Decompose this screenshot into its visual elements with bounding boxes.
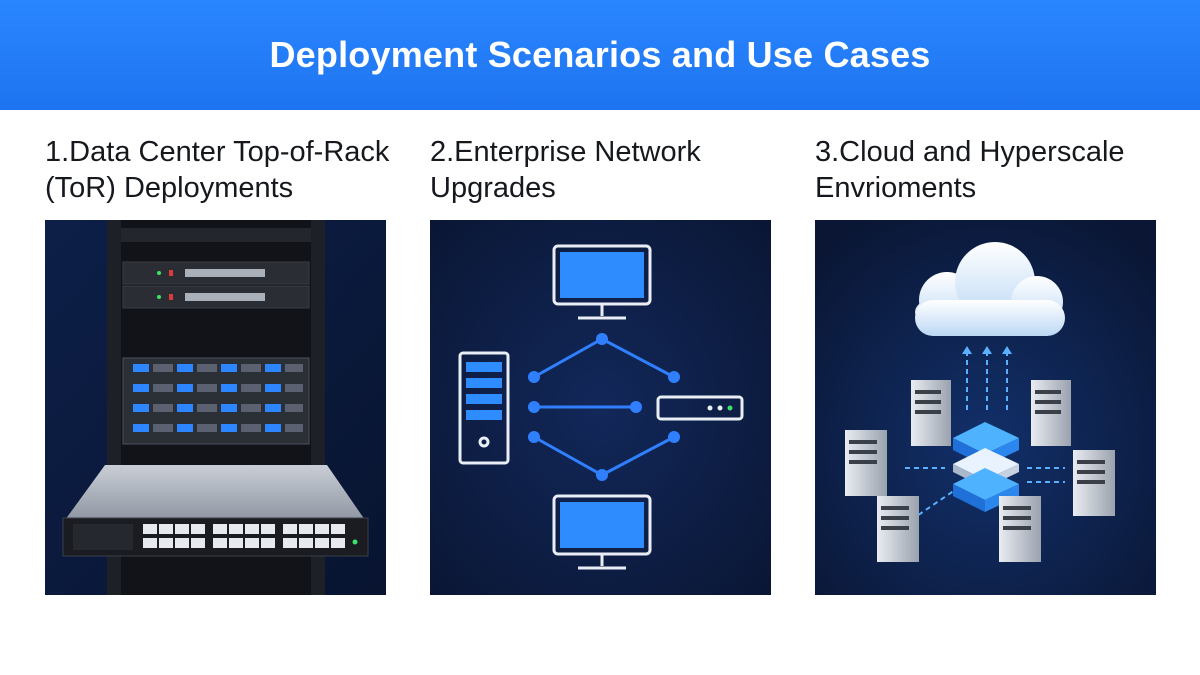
scenario-title-line1: 1.Data Center Top-of-Rack <box>45 136 390 168</box>
network-topology-illustration <box>430 220 771 595</box>
scenario-title-line2: Upgrades <box>430 172 556 204</box>
computer-tower-icon <box>458 351 510 465</box>
scenario-card-cloud: 3.Cloud and Hyperscale Envrioments <box>815 128 1160 595</box>
server-icon <box>999 496 1041 562</box>
scenario-title-line1: 3.Cloud and Hyperscale <box>815 136 1125 168</box>
monitor-icon <box>552 494 652 570</box>
scenario-title: 2.Enterprise Network Upgrades <box>430 128 775 218</box>
server-icon <box>877 496 919 562</box>
scenario-title: 3.Cloud and Hyperscale Envrioments <box>815 128 1160 218</box>
router-icon <box>656 395 744 421</box>
scenario-title-line2: (ToR) Deployments <box>45 172 294 204</box>
scenario-title-line1: 2.Enterprise Network <box>430 136 701 168</box>
monitor-icon <box>552 244 652 320</box>
server-icon <box>1031 380 1071 446</box>
scenario-card-tor: 1.Data Center Top-of-Rack (ToR) Deployme… <box>45 128 390 595</box>
server-icon <box>1073 450 1115 516</box>
server-rack-illustration <box>45 220 386 595</box>
page-title: Deployment Scenarios and Use Cases <box>269 34 931 75</box>
scenario-title-line2: Envrioments <box>815 172 977 204</box>
central-hub-icon <box>953 422 1019 512</box>
scenario-card-enterprise: 2.Enterprise Network Upgrades <box>430 128 775 595</box>
scenario-title: 1.Data Center Top-of-Rack (ToR) Deployme… <box>45 128 390 218</box>
cloud-hyperscale-illustration <box>815 220 1156 595</box>
server-icon <box>845 430 887 496</box>
cloud-icon <box>915 242 1065 336</box>
title-banner: Deployment Scenarios and Use Cases <box>0 0 1200 110</box>
server-icon <box>911 380 951 446</box>
